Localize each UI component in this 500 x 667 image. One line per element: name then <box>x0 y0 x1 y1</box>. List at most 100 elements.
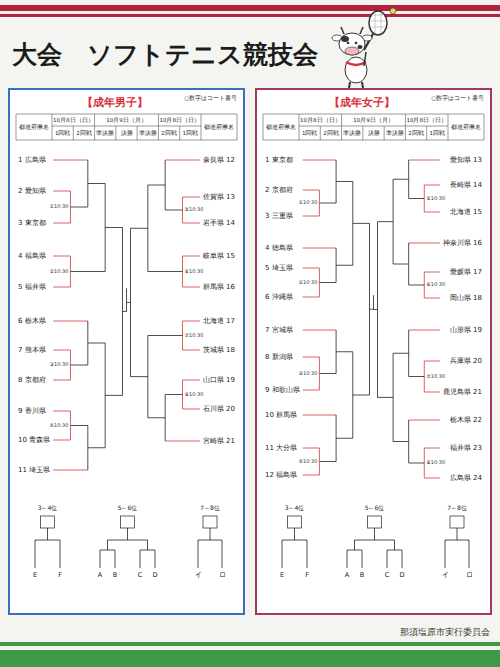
team-name: 茨城県 18 <box>203 346 235 354</box>
bracket-line <box>303 330 336 331</box>
bracket-line <box>370 309 374 310</box>
bracket-line <box>201 114 202 140</box>
bracket-line <box>70 425 87 426</box>
bracket-line <box>148 271 183 272</box>
team-name: 6 沖縄県 <box>265 293 293 301</box>
bracket-line <box>100 550 101 568</box>
placement-title: 5～6位 <box>365 505 385 512</box>
bracket-line <box>155 550 156 568</box>
bracket-line <box>393 264 409 265</box>
bracket-line <box>445 540 469 541</box>
team-name: 9 香川県 <box>18 407 46 415</box>
team-name: 福井県 23 <box>450 444 482 452</box>
team-name: 山形県 19 <box>450 326 482 334</box>
bracket-line <box>60 540 61 568</box>
placement-title: 7～8位 <box>447 505 467 512</box>
bracket-line <box>393 179 409 180</box>
bracket-line <box>409 243 440 244</box>
slot-letter: F <box>58 572 62 579</box>
bracket-line <box>52 126 201 127</box>
header-cell: 2回戦 <box>161 130 177 136</box>
team-name: 岩手県 14 <box>203 219 235 227</box>
bottom-stripe <box>0 650 500 667</box>
placement-title: 5～6位 <box>118 505 138 512</box>
bracket-line <box>426 126 427 140</box>
bracket-line <box>409 198 425 199</box>
bracket-line <box>347 550 362 551</box>
bracket-line <box>282 540 283 568</box>
bracket-line <box>393 353 409 354</box>
top-stripe <box>0 14 500 17</box>
panel-heading: 【成年女子】 <box>329 97 395 110</box>
header-cell: 都道府県名 <box>204 124 234 130</box>
bracket-panel: 【成年女子】○数字はコート番号都道府県名10月8日（日）10月9日（月）10月8… <box>255 88 492 615</box>
bracket-line <box>424 212 440 213</box>
bracket-line <box>319 373 336 374</box>
bracket-line <box>73 126 74 140</box>
bracket-line <box>424 392 440 393</box>
bracket-line <box>374 528 375 540</box>
bracket-line <box>16 140 237 141</box>
match-time: ⑦10:30 <box>426 374 445 380</box>
bracket-line <box>53 321 88 322</box>
match-time: ⑥10:30 <box>185 269 204 275</box>
committee-name: 那須塩原市実行委員会 <box>400 627 490 637</box>
header-cell: 10月8日（日） <box>300 117 341 123</box>
bracket-line <box>105 395 122 396</box>
slot-letter: A <box>98 572 102 579</box>
bracket-line <box>303 216 320 217</box>
header-cell: 決勝 <box>368 130 380 136</box>
slot-letter: C <box>385 572 390 579</box>
team-name: 11 埼玉県 <box>18 466 50 474</box>
slot-letter: E <box>33 572 37 579</box>
bracket-line <box>126 302 127 311</box>
bracket-line <box>393 441 409 442</box>
slot-letter: D <box>152 572 157 579</box>
bracket-line <box>303 448 320 449</box>
bracket-line <box>165 441 200 442</box>
team-name: 10 青森県 <box>18 436 50 444</box>
bracket-line <box>53 440 70 441</box>
match-time: ⑤10:30 <box>426 196 445 202</box>
bracket-line <box>107 540 108 550</box>
header-cell: 2回戦 <box>76 130 92 136</box>
bracket-line <box>336 181 353 182</box>
slot-letter: F <box>305 572 309 579</box>
bracket-line <box>387 550 402 551</box>
team-name: 神奈川県 16 <box>443 239 482 247</box>
team-name: 岡山県 18 <box>450 294 482 302</box>
page-title: 大会 ソフトテニス競技会 <box>12 41 318 70</box>
match-time: ④10:30 <box>50 423 69 429</box>
bracket-line <box>353 395 370 396</box>
bracket-line <box>70 207 87 208</box>
slot-letter: E <box>280 572 284 579</box>
bottom-stripe <box>0 642 500 646</box>
bracket-line <box>282 540 307 541</box>
bracket-line <box>53 380 70 381</box>
team-name: 8 新潟県 <box>265 353 293 361</box>
bracket-line <box>263 140 484 141</box>
bracket-line <box>16 114 237 115</box>
bracket-line <box>35 540 60 541</box>
bracket-line <box>409 285 425 286</box>
slot-letter: A <box>345 572 349 579</box>
panel-heading: 【成年男子】 <box>82 97 148 110</box>
header-cell: 10月9日（月） <box>106 117 147 123</box>
bracket-line <box>158 114 159 140</box>
bracket-line <box>222 540 223 568</box>
bracket-line <box>94 114 95 140</box>
bracket-line <box>137 126 138 140</box>
bracket-line <box>88 447 105 448</box>
bracket-line <box>237 114 238 140</box>
match-time: ⑥10:30 <box>426 282 445 288</box>
header-cell: 準決勝 <box>139 130 157 136</box>
bracket-line <box>165 160 200 161</box>
bracket-line <box>469 540 470 568</box>
bracket-line <box>100 550 115 551</box>
match-time: ③10:30 <box>298 371 317 377</box>
bracket-line <box>108 540 148 541</box>
bracket-line <box>409 330 440 331</box>
bracket-line <box>127 302 131 303</box>
bracket-line <box>303 357 320 358</box>
